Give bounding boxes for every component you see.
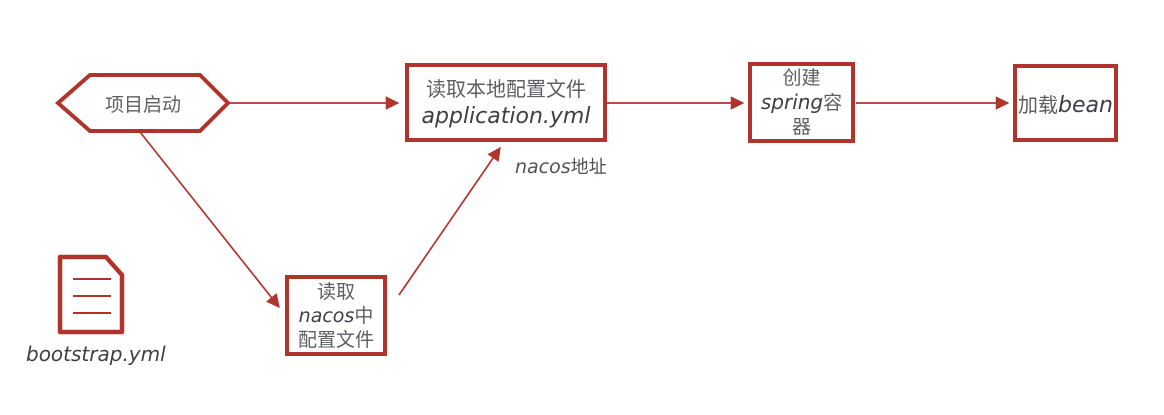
arrow-nacos-config-to-local-config	[398, 146, 501, 296]
read-local-config-node: 读取本地配置文件 application.yml	[405, 63, 607, 142]
bean-label: bean	[1058, 92, 1113, 118]
bootstrap-yml-label: bootstrap.yml	[26, 342, 166, 366]
load-bean-node: 加载bean	[1013, 64, 1118, 142]
nacos-line: nacos中	[299, 304, 374, 328]
start-node-label: 项目启动	[104, 93, 181, 116]
document-icon	[57, 254, 125, 335]
read-label: 读取	[316, 280, 355, 303]
load-bean-line: 加载bean	[1018, 89, 1113, 118]
spring-label: spring	[760, 90, 824, 114]
in-label: 中	[354, 304, 374, 327]
application-yml-label: application.yml	[421, 103, 591, 129]
create-label: 创建	[782, 67, 821, 89]
container-char-2: 器	[791, 116, 811, 138]
spring-container-line: spring容	[761, 90, 842, 115]
read-nacos-config-node: 读取 nacos中 配置文件	[285, 275, 387, 356]
nacos-address-cjk: 地址	[570, 157, 607, 178]
container-char-1: 容	[823, 92, 843, 114]
nacos-label: nacos	[298, 304, 355, 327]
nacos-address-latin: nacos	[515, 156, 571, 178]
read-local-config-label: 读取本地配置文件	[426, 76, 586, 101]
config-file-label: 配置文件	[297, 328, 374, 351]
arrow-start-to-nacos-config	[139, 131, 280, 309]
nacos-address-label: nacos地址	[515, 153, 607, 179]
create-spring-container-node: 创建 spring容 器	[748, 62, 855, 143]
load-label: 加载	[1018, 92, 1059, 117]
